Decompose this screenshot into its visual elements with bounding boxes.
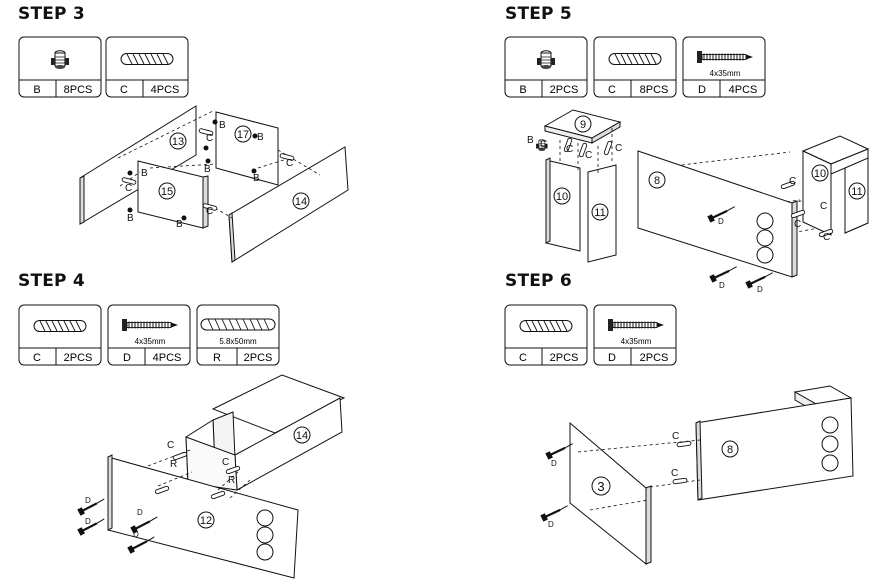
part-size: 5.8x50mm	[219, 337, 257, 346]
step-5-labels: 9 10 11 8 10 11 B C C C C C C C C D D D	[527, 115, 866, 294]
part-letter: C	[33, 352, 41, 364]
step-6-title: STEP 6	[505, 271, 572, 291]
panel-number: 10	[814, 168, 826, 180]
step-4-drawing	[75, 374, 346, 579]
part-size: 4x35mm	[135, 337, 166, 346]
callout-c: C	[167, 440, 174, 451]
part-size: 4x35mm	[710, 69, 741, 78]
step-4-labels: 14 12 C R C R D D D D	[85, 426, 311, 539]
callout-c: C	[222, 457, 229, 468]
callout-c: C	[794, 219, 801, 230]
step-5-parts-table: B 2PCS C 8PCS 4x35mm D 4PCS	[504, 36, 766, 98]
panel-number: 15	[161, 186, 173, 198]
callout-c: C	[615, 143, 622, 154]
callout-d: D	[719, 281, 725, 290]
callout-c: C	[585, 150, 592, 161]
part-qty: 2PCS	[550, 352, 579, 364]
callout-b: B	[253, 173, 260, 184]
callout-b: B	[257, 132, 264, 143]
callout-r: R	[170, 459, 177, 470]
callout-c: C	[566, 144, 573, 155]
panel-number: 8	[654, 175, 660, 187]
part-qty: 8PCS	[64, 84, 93, 96]
part-qty: 2PCS	[550, 84, 579, 96]
panel-number: 14	[295, 196, 307, 208]
step-3-drawing	[79, 105, 349, 263]
wooden-dowel-icon	[120, 53, 174, 65]
callout-b: B	[219, 120, 226, 131]
callout-b: B	[127, 213, 134, 224]
part-letter: C	[519, 352, 527, 364]
callout-d: D	[85, 517, 91, 526]
part-qty: 4PCS	[151, 84, 180, 96]
callout-c: C	[671, 468, 678, 479]
callout-b: B	[176, 219, 183, 230]
callout-r: R	[228, 475, 235, 486]
panel-number: 10	[556, 191, 568, 203]
part-qty: 2PCS	[64, 352, 93, 364]
callout-c: C	[823, 232, 830, 243]
callout-c: C	[820, 201, 827, 212]
callout-c: C	[672, 431, 679, 442]
step-6-drawing	[539, 385, 854, 566]
callout-c: C	[125, 183, 132, 194]
panel-number: 12	[200, 515, 212, 527]
step-3-parts-table: B 8PCS C 4PCS	[18, 36, 189, 98]
step-6-labels: 3 8 C C D D	[548, 431, 739, 529]
callout-c: C	[206, 206, 213, 217]
part-qty: 4PCS	[729, 84, 758, 96]
part-letter: C	[608, 84, 616, 96]
callout-c: C	[206, 133, 213, 144]
part-letter: R	[213, 352, 221, 364]
callout-d: D	[718, 217, 724, 226]
step-5-title: STEP 5	[505, 4, 572, 24]
part-qty: 2PCS	[244, 352, 273, 364]
panel-number: 17	[237, 129, 249, 141]
panel-17	[215, 111, 279, 186]
part-letter: D	[608, 352, 616, 364]
callout-b: B	[204, 164, 211, 175]
panel-number: 14	[296, 430, 308, 442]
part-letter: C	[120, 84, 128, 96]
panel-number: 13	[172, 136, 184, 148]
wooden-dowel-icon	[33, 320, 87, 332]
panel-number: 3	[597, 479, 604, 494]
wooden-dowel-icon	[519, 320, 573, 332]
part-qty: 2PCS	[640, 352, 669, 364]
callout-c: C	[789, 176, 796, 187]
step-5-drawing	[536, 109, 870, 290]
callout-d: D	[551, 459, 557, 468]
part-letter: D	[123, 352, 131, 364]
callout-b: B	[527, 135, 534, 146]
step-4-title: STEP 4	[18, 271, 85, 291]
part-qty: 8PCS	[640, 84, 669, 96]
panel-number: 11	[594, 207, 605, 219]
wooden-dowel-icon	[608, 53, 662, 65]
panel-number: 9	[580, 119, 586, 131]
part-size: 4x35mm	[621, 337, 652, 346]
panel-number: 8	[727, 444, 733, 456]
callout-d: D	[85, 496, 91, 505]
step-6-parts-table: C 2PCS 4x35mm D 2PCS	[504, 304, 677, 366]
callout-d: D	[133, 530, 139, 539]
callout-d: D	[137, 508, 143, 517]
callout-c: C	[540, 139, 547, 150]
part-letter: D	[698, 84, 706, 96]
panel-number: 11	[851, 186, 862, 198]
large-dowel-icon	[200, 318, 276, 331]
part-letter: B	[519, 84, 526, 96]
step-4-parts-table: C 2PCS 4x35mm D 4PCS 5.8x50mm R 2PCS	[18, 304, 280, 366]
part-letter: B	[33, 84, 40, 96]
callout-c: C	[286, 158, 293, 169]
callout-b: B	[141, 168, 148, 179]
part-qty: 4PCS	[153, 352, 182, 364]
step-3-labels: 13 17 15 14 B C B B C B B B C B C	[125, 120, 310, 230]
callout-d: D	[548, 520, 554, 529]
callout-d: D	[757, 285, 763, 294]
step-3-title: STEP 3	[18, 4, 85, 24]
